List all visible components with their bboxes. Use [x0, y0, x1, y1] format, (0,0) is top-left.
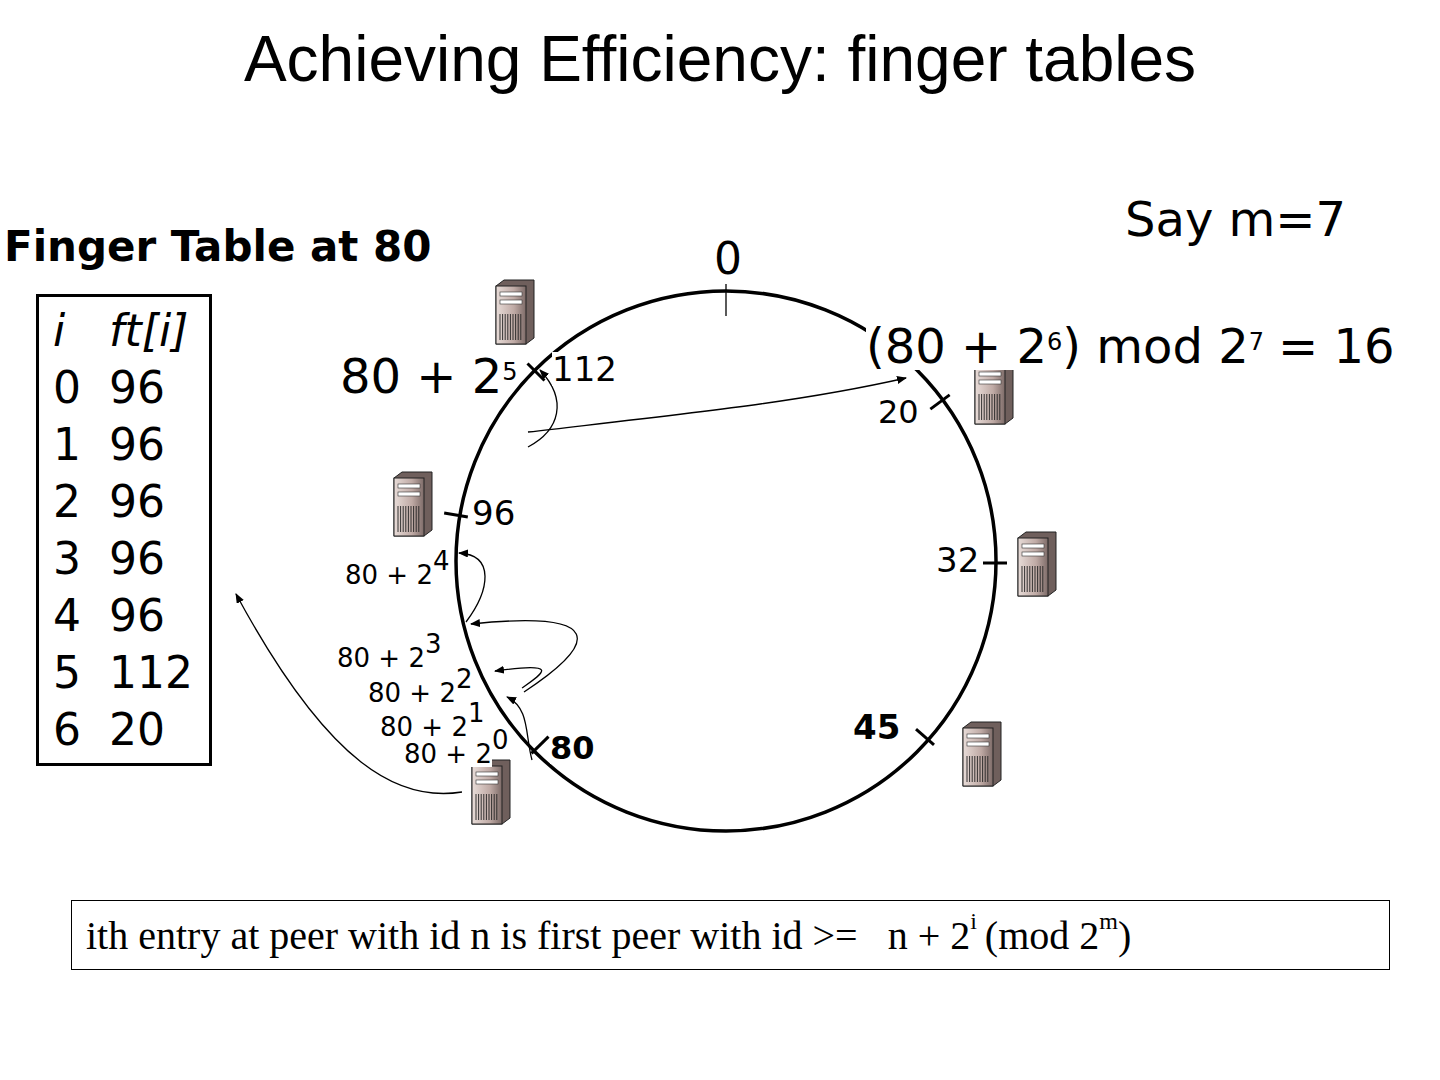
table-heading: Finger Table at 80 [4, 222, 432, 272]
exponent: 4 [433, 548, 450, 574]
table-cell: 112 [109, 644, 193, 701]
ring-label: ) mod 2 [1062, 322, 1248, 370]
ring-label: 0 [714, 237, 742, 281]
ring-label: 80 + 2 [380, 714, 468, 740]
label-group: 112 [552, 352, 617, 386]
rule-box: ith entry at peer with id n is first pee… [71, 900, 1390, 970]
label-group: 80 + 24 [345, 562, 450, 588]
label-group: 80 + 25 [340, 352, 518, 400]
slide-title: Achieving Efficiency: finger tables [0, 24, 1440, 94]
table-cell: 1 [53, 416, 81, 473]
ring-label: 80 + 2 [337, 645, 425, 671]
table-cell: 20 [109, 701, 193, 758]
table-cell: 96 [109, 473, 193, 530]
server-icon [472, 760, 510, 824]
label-group: 80 + 21 [380, 714, 485, 740]
table-cell: 96 [109, 587, 193, 644]
ring-tick [930, 395, 949, 409]
table-cell: i [53, 302, 81, 359]
label-group: 80 + 23 [337, 645, 442, 671]
ring-label: = 16 [1278, 322, 1395, 370]
label-group: 80 + 20 [404, 741, 509, 767]
label-group: 32 [936, 543, 979, 577]
label-group: (80 + 26) mod 27 = 16 [866, 322, 1395, 370]
exponent: 6 [1047, 330, 1062, 354]
ring-label: 32 [936, 543, 979, 577]
ring-label: 80 + 2 [345, 562, 433, 588]
formula-part: (mod 2 [985, 912, 1099, 959]
server-icon [496, 280, 534, 344]
exponent: 0 [492, 727, 509, 753]
ring-label: Say m=7 [1125, 195, 1346, 243]
ring-label: 96 [472, 496, 515, 530]
table-cell: 4 [53, 587, 81, 644]
table-cell: 96 [109, 530, 193, 587]
table-cell: 5 [53, 644, 81, 701]
ring-label: (80 + 2 [866, 322, 1047, 370]
ring-label: 80 + 2 [404, 741, 492, 767]
table-cell: 96 [109, 416, 193, 473]
rule-text: ith entry at peer with id n is first pee… [86, 912, 858, 959]
label-group: 80 + 22 [368, 680, 473, 706]
exponent: 2 [456, 666, 473, 692]
table-cell: 2 [53, 473, 81, 530]
exponent: 7 [1249, 330, 1264, 354]
server-icon [394, 472, 432, 536]
ring-label: 80 + 2 [340, 352, 502, 400]
ring-label: 20 [878, 396, 919, 428]
exponent: 3 [425, 631, 442, 657]
ring-tick [916, 729, 934, 745]
exponent: 5 [502, 360, 517, 384]
server-icon [963, 722, 1001, 786]
ring-label: 112 [552, 352, 617, 386]
table-cell: 0 [53, 359, 81, 416]
ring-tick [983, 561, 1007, 564]
formula-part: n + 2 [888, 912, 971, 959]
table-box: i ft[i] 0 96 1 96 2 96 3 96 4 96 5 112 6 20 [36, 294, 212, 766]
label-group: 45 [853, 710, 900, 744]
ring-tick [725, 284, 726, 316]
ring-label: 45 [853, 710, 900, 744]
label-group: 96 [472, 496, 515, 530]
formula-part: i [970, 908, 977, 935]
formula-part: ) [1118, 912, 1131, 959]
table-cell: 96 [109, 359, 193, 416]
ring-tick [444, 513, 468, 517]
formula-part: m [1099, 908, 1118, 935]
table-cell: 6 [53, 701, 81, 758]
chord-ring [456, 291, 996, 831]
label-group: 0 [714, 237, 742, 281]
ring-tick [531, 737, 548, 754]
ring-label: 80 [550, 732, 595, 764]
label-group: Say m=7 [1125, 195, 1346, 243]
label-group: 20 [878, 396, 919, 428]
exponent: 1 [468, 700, 485, 726]
server-icon [1018, 532, 1056, 596]
table-cell: 3 [53, 530, 81, 587]
ring-label: 80 + 2 [368, 680, 456, 706]
table-cell: ft[i] [109, 302, 193, 359]
finger-arrows [236, 370, 906, 794]
label-group: 80 [550, 732, 595, 764]
